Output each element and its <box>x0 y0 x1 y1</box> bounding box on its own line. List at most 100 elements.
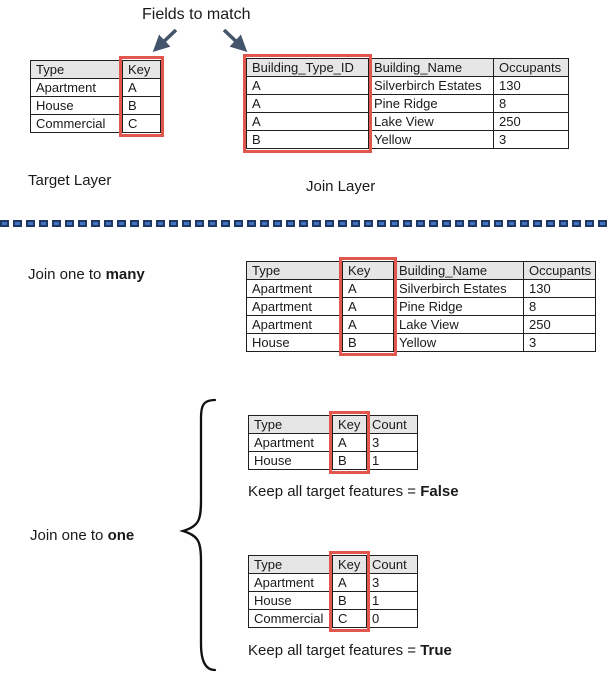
table-cell: Lake View <box>393 315 524 334</box>
divider-dash <box>104 220 113 227</box>
table-cell: Apartment <box>246 297 343 316</box>
table-cell: 8 <box>493 94 569 113</box>
divider-dash <box>481 220 490 227</box>
table-cell: 130 <box>493 76 569 95</box>
divider-dash <box>520 220 529 227</box>
divider-dash <box>143 220 152 227</box>
table-cell: A <box>246 112 369 131</box>
field-match-arrow-left-icon <box>152 28 178 52</box>
table-cell: C <box>122 114 161 133</box>
divider-dash <box>325 220 334 227</box>
one-to-one-label: Join one to one <box>30 527 134 544</box>
divider-dash <box>468 220 477 227</box>
table-cell: 0 <box>366 609 418 628</box>
table-header-cell: Building_Name <box>393 261 524 280</box>
table-cell: 250 <box>493 112 569 131</box>
divider-dash <box>65 220 74 227</box>
divider-dash <box>390 220 399 227</box>
table-cell: Apartment <box>30 78 123 97</box>
table-cell: Apartment <box>246 279 343 298</box>
divider-dash <box>52 220 61 227</box>
table-cell: B <box>332 451 367 470</box>
divider-dash <box>182 220 191 227</box>
keep-true-caption-bold: True <box>420 642 452 659</box>
table-cell: 130 <box>522 279 597 298</box>
table-header-cell: Type <box>246 261 343 280</box>
divider-dash <box>546 220 555 227</box>
divider-dash <box>442 220 451 227</box>
one-to-many-label-prefix: Join one to <box>28 266 106 283</box>
divider-dash <box>403 220 412 227</box>
table-header-cell: Type <box>248 415 333 434</box>
divider-dash <box>156 220 165 227</box>
divider-dash <box>598 220 607 227</box>
divider-dash <box>39 220 48 227</box>
table-cell: 3 <box>493 130 569 149</box>
table-cell: 250 <box>522 315 597 334</box>
table-cell: Lake View <box>368 112 494 131</box>
divider-dash <box>130 220 139 227</box>
divider-dash <box>494 220 503 227</box>
one-to-one-label-bold: one <box>107 527 135 544</box>
keep-false-caption-bold: False <box>420 483 459 500</box>
divider-dash <box>91 220 100 227</box>
table-header-cell: Key <box>332 415 367 434</box>
divider-dash <box>377 220 386 227</box>
divider-dash <box>260 220 269 227</box>
table-cell: Pine Ridge <box>368 94 494 113</box>
table-header-cell: Type <box>248 555 333 574</box>
divider-dash <box>533 220 542 227</box>
table-cell: 3 <box>366 433 418 452</box>
table-header-cell: Building_Name <box>368 58 494 77</box>
keep-false-caption: Keep all target features = False <box>248 483 459 500</box>
keep-true-caption-prefix: Keep all target features = <box>248 642 421 659</box>
table-header-cell: Key <box>122 60 161 79</box>
table-cell: B <box>246 130 369 149</box>
table-cell: B <box>342 333 394 352</box>
divider-dash <box>195 220 204 227</box>
table-cell: Silverbirch Estates <box>368 76 494 95</box>
table-header-cell: Building_Type_ID <box>246 58 369 77</box>
table-cell: A <box>342 315 394 334</box>
table-header-cell: Occupants <box>493 58 569 77</box>
diagram-title: Fields to match <box>142 6 251 23</box>
divider-dash <box>312 220 321 227</box>
divider-dash <box>429 220 438 227</box>
table-cell: Commercial <box>248 609 333 628</box>
one-to-one-label-prefix: Join one to <box>30 527 108 544</box>
divider-dash <box>234 220 243 227</box>
table-cell: C <box>332 609 367 628</box>
table-header-cell: Key <box>342 261 394 280</box>
table-cell: 1 <box>366 451 418 470</box>
table-header-cell: Count <box>366 415 418 434</box>
table-cell: B <box>332 591 367 610</box>
table-cell: A <box>122 78 161 97</box>
table-cell: 8 <box>522 297 597 316</box>
table-cell: B <box>122 96 161 115</box>
table-header-cell: Occupants <box>522 261 597 280</box>
keep-false-caption-prefix: Keep all target features = <box>248 483 421 500</box>
